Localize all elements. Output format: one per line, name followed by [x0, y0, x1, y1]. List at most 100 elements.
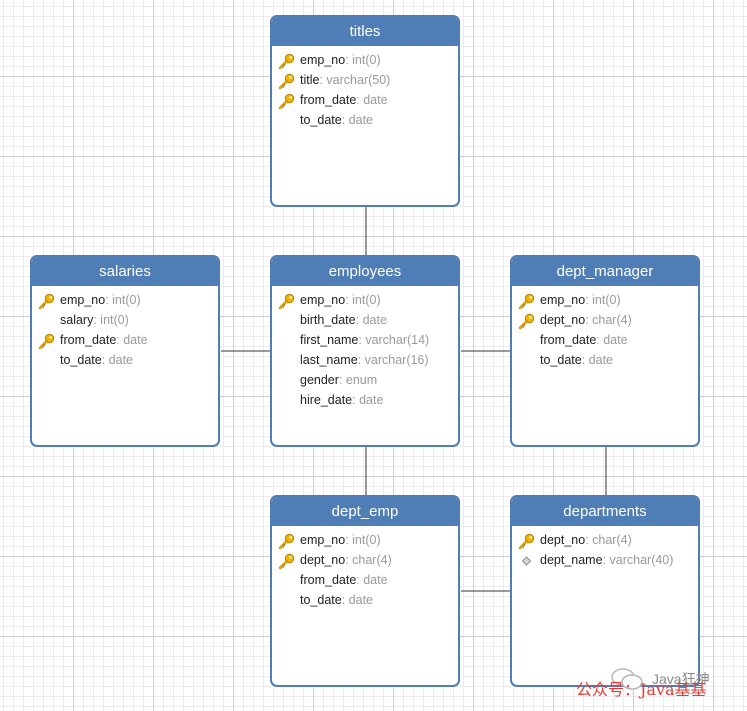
- column-type: int(0): [592, 293, 621, 307]
- table-dept-manager[interactable]: dept_manager emp_no: int(0)dept_no: char…: [510, 255, 700, 447]
- column-name: to_date: [300, 113, 342, 127]
- column-type: varchar(16): [364, 353, 429, 367]
- column-list: dept_no: char(4)dept_name: varchar(40): [512, 526, 698, 570]
- column-row[interactable]: last_name: varchar(16): [272, 350, 458, 370]
- blank-icon: [278, 353, 295, 369]
- column-row[interactable]: from_date: date: [272, 570, 458, 590]
- column-row[interactable]: dept_no: char(4): [512, 310, 698, 330]
- column-row[interactable]: to_date: date: [272, 590, 458, 610]
- column-row[interactable]: emp_no: int(0): [272, 530, 458, 550]
- key-icon: [518, 533, 535, 549]
- column-list: emp_no: int(0)dept_no: char(4)from_date:…: [512, 286, 698, 370]
- key-icon: [278, 293, 295, 309]
- column-name: emp_no: [300, 533, 346, 547]
- key-icon: [278, 53, 295, 69]
- column-row[interactable]: dept_name: varchar(40): [512, 550, 698, 570]
- column-row[interactable]: from_date: date: [32, 330, 218, 350]
- column-row[interactable]: to_date: date: [272, 110, 458, 130]
- column-name: salary: [60, 313, 94, 327]
- column-name: emp_no: [540, 293, 586, 307]
- column-name: from_date: [60, 333, 117, 347]
- column-row[interactable]: gender: enum: [272, 370, 458, 390]
- column-name: to_date: [300, 593, 342, 607]
- column-row[interactable]: emp_no: int(0): [272, 290, 458, 310]
- column-row[interactable]: to_date: date: [32, 350, 218, 370]
- column-type: int(0): [352, 533, 381, 547]
- table-employees[interactable]: employees emp_no: int(0)birth_date: date…: [270, 255, 460, 447]
- column-type: int(0): [352, 53, 381, 67]
- column-row[interactable]: first_name: varchar(14): [272, 330, 458, 350]
- table-title: departments: [512, 497, 698, 526]
- column-row[interactable]: to_date: date: [512, 350, 698, 370]
- column-separator: :: [338, 373, 346, 387]
- diamond-icon: [521, 555, 532, 566]
- column-row[interactable]: emp_no: int(0): [32, 290, 218, 310]
- column-separator: :: [341, 593, 349, 607]
- column-type: date: [588, 353, 614, 367]
- column-row[interactable]: from_date: date: [272, 90, 458, 110]
- column-separator: :: [345, 293, 353, 307]
- column-list: emp_no: int(0)salary: int(0)from_date: d…: [32, 286, 218, 370]
- column-row[interactable]: dept_no: char(4): [272, 550, 458, 570]
- blank-icon: [278, 113, 295, 129]
- key-icon: [278, 93, 295, 109]
- column-row[interactable]: salary: int(0): [32, 310, 218, 330]
- column-row[interactable]: from_date: date: [512, 330, 698, 350]
- column-name: dept_no: [540, 313, 586, 327]
- column-separator: :: [352, 393, 360, 407]
- column-type: date: [363, 573, 388, 587]
- column-name: emp_no: [300, 53, 346, 67]
- column-type: enum: [345, 373, 378, 387]
- column-name: first_name: [300, 333, 359, 347]
- column-separator: :: [355, 313, 363, 327]
- column-separator: :: [356, 573, 364, 587]
- column-type: int(0): [352, 293, 381, 307]
- blank-icon: [38, 353, 55, 369]
- table-title: titles: [272, 17, 458, 46]
- column-name: from_date: [300, 93, 357, 107]
- table-titles[interactable]: titles emp_no: int(0)title: varchar(50)f…: [270, 15, 460, 207]
- column-separator: :: [345, 553, 353, 567]
- table-departments[interactable]: departments dept_no: char(4)dept_name: v…: [510, 495, 700, 687]
- blank-icon: [278, 373, 295, 389]
- column-separator: :: [585, 293, 593, 307]
- column-row[interactable]: emp_no: int(0): [272, 50, 458, 70]
- column-name: to_date: [60, 353, 102, 367]
- table-dept-emp[interactable]: dept_emp emp_no: int(0)dept_no: char(4)f…: [270, 495, 460, 687]
- column-separator: :: [358, 333, 366, 347]
- column-row[interactable]: dept_no: char(4): [512, 530, 698, 550]
- column-row[interactable]: birth_date: date: [272, 310, 458, 330]
- column-separator: :: [357, 353, 365, 367]
- blank-icon: [518, 353, 535, 369]
- column-separator: :: [345, 53, 353, 67]
- column-row[interactable]: title: varchar(50): [272, 70, 458, 90]
- column-separator: :: [602, 553, 610, 567]
- blank-icon: [278, 593, 295, 609]
- column-type: varchar(50): [326, 73, 391, 87]
- blank-icon: [278, 393, 295, 409]
- column-name: dept_name: [540, 553, 603, 567]
- column-type: char(4): [592, 313, 632, 327]
- column-separator: :: [105, 293, 113, 307]
- key-icon: [278, 73, 295, 89]
- column-name: dept_no: [540, 533, 586, 547]
- column-type: int(0): [100, 313, 129, 327]
- column-separator: :: [319, 73, 327, 87]
- column-name: birth_date: [300, 313, 356, 327]
- column-name: to_date: [540, 353, 582, 367]
- column-name: hire_date: [300, 393, 353, 407]
- column-row[interactable]: hire_date: date: [272, 390, 458, 410]
- column-separator: :: [345, 533, 353, 547]
- column-list: emp_no: int(0)dept_no: char(4)from_date:…: [272, 526, 458, 610]
- column-type: date: [348, 113, 374, 127]
- wechat-icon: [611, 668, 643, 690]
- column-row[interactable]: emp_no: int(0): [512, 290, 698, 310]
- table-salaries[interactable]: salaries emp_no: int(0)salary: int(0)fro…: [30, 255, 220, 447]
- column-type: date: [108, 353, 134, 367]
- column-separator: :: [341, 113, 349, 127]
- column-type: int(0): [112, 293, 141, 307]
- blank-icon: [278, 313, 295, 329]
- column-name: title: [300, 73, 320, 87]
- column-separator: :: [585, 533, 593, 547]
